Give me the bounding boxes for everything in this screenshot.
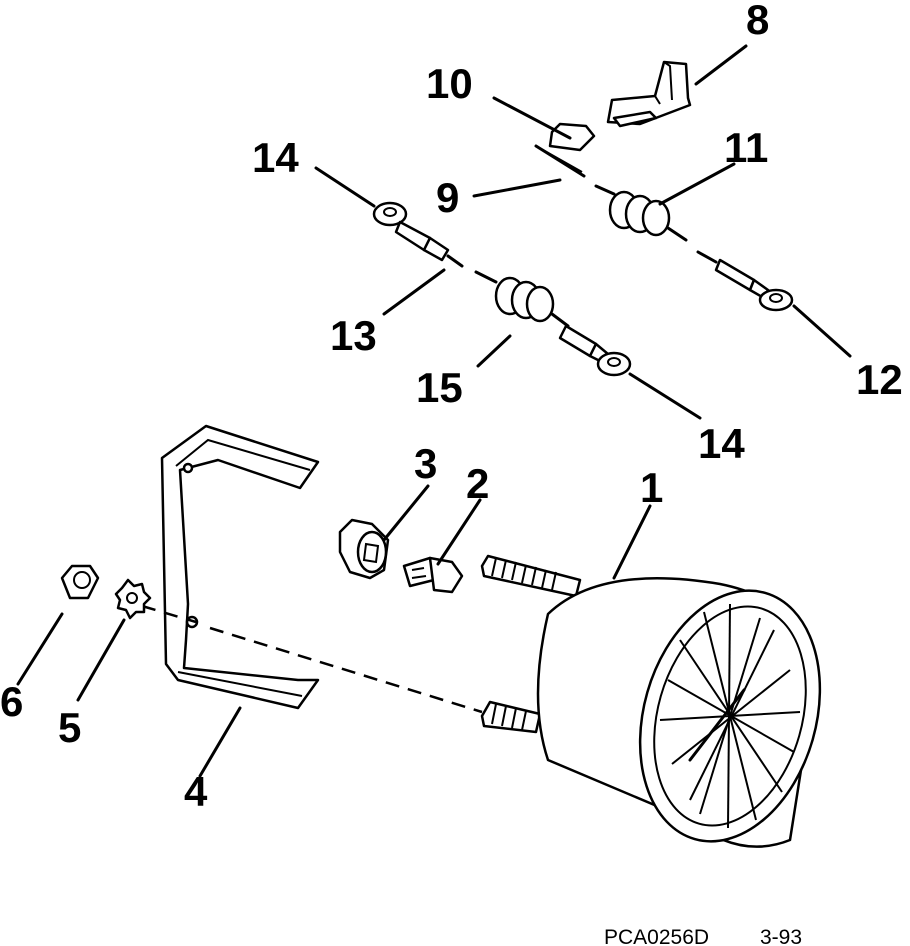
part-14-ring-terminal-lower [558, 324, 632, 377]
part-6-hex-nut [60, 564, 100, 600]
callout-14-upper: 14 [252, 134, 299, 181]
part-11-grommet-upper [608, 190, 688, 242]
callout-14-lower: 14 [698, 420, 745, 467]
callout-10: 10 [426, 60, 473, 107]
part-8-clip-bracket [606, 60, 692, 128]
callout-5: 5 [58, 704, 81, 751]
part-5-star-washer [114, 578, 152, 620]
assembly-centerline [141, 604, 483, 714]
part-2-bulb [402, 556, 464, 594]
part-1-gauge [480, 554, 822, 848]
callout-12: 12 [856, 356, 903, 403]
callout-8: 8 [746, 0, 769, 43]
callout-11: 11 [724, 124, 768, 171]
part-9-wire [534, 144, 616, 196]
leader-lines [16, 44, 852, 778]
figure-date: 3-93 [760, 926, 802, 946]
figure-code: PCA0256D [604, 926, 709, 946]
callout-3: 3 [414, 440, 437, 487]
callout-9: 9 [436, 174, 459, 221]
part-4-mounting-bracket [160, 424, 320, 710]
part-13-wire [474, 270, 498, 284]
callout-2: 2 [466, 460, 489, 507]
callout-4: 4 [184, 768, 208, 815]
callout-6: 6 [0, 678, 23, 725]
callout-1: 1 [640, 464, 663, 511]
part-15-grommet-lower [494, 276, 570, 328]
callout-15: 15 [416, 364, 463, 411]
part-12-ring-terminal [696, 250, 794, 312]
part-14-ring-terminal-upper [372, 201, 464, 268]
part-3-bulb-socket [338, 518, 390, 580]
callout-13: 13 [330, 312, 377, 359]
